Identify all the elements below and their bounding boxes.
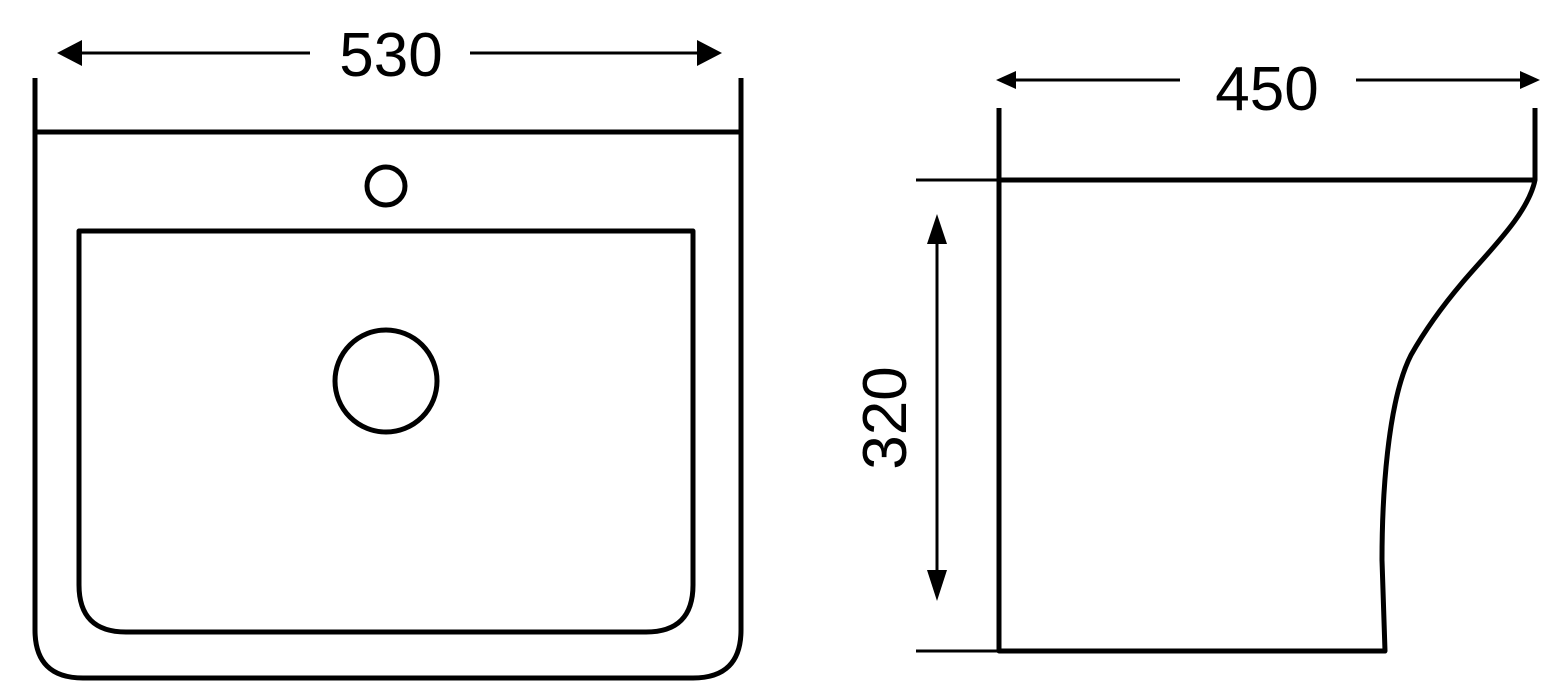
side-view: 450 320: [851, 55, 1540, 654]
side-depth-arrow-right: [1520, 71, 1540, 89]
side-depth-dimension: 450: [996, 55, 1540, 124]
side-depth-arrow-left: [996, 71, 1016, 89]
top-width-arrow-right: [697, 40, 722, 66]
side-depth-label: 450: [1215, 55, 1318, 124]
basin-outer-outline: [32, 129, 744, 681]
tap-hole: [364, 164, 408, 208]
basin-inner-bowl: [76, 228, 696, 635]
drain-hole: [332, 327, 440, 435]
side-height-dimension: 320: [851, 214, 947, 601]
top-width-arrow-left: [57, 40, 82, 66]
side-height-arrow-top: [927, 214, 947, 244]
top-view: 530: [32, 21, 744, 681]
top-width-label: 530: [339, 21, 442, 90]
side-height-arrow-bottom: [927, 570, 947, 601]
side-profile-outline: [996, 177, 1538, 654]
side-height-label: 320: [851, 366, 920, 469]
top-width-dimension: 530: [57, 21, 722, 90]
